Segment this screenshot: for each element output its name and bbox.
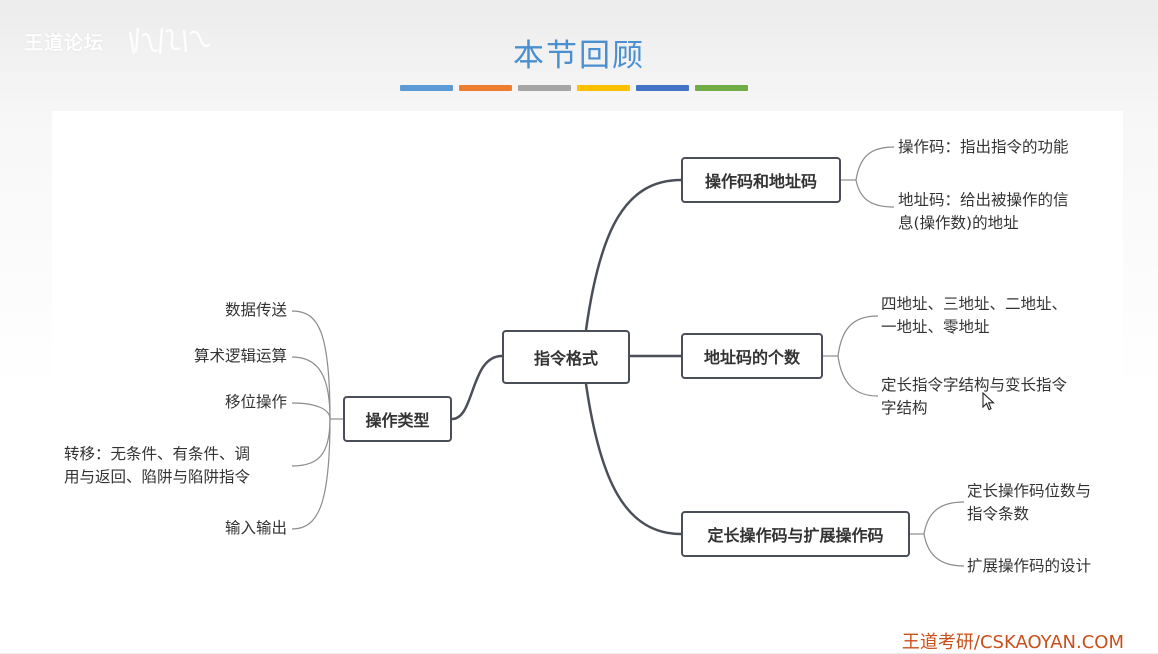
leaf-io: 输入输出 <box>224 519 287 537</box>
central-topic-node: 指令格式 <box>502 330 630 384</box>
leaf-address-types-line2: 一地址、零地址 <box>881 318 990 336</box>
leaf-word-structure-line2: 字结构 <box>881 399 928 417</box>
leaf-opcode-desc: 操作码：指出指令的功能 <box>898 138 1069 156</box>
mouse-cursor-icon <box>982 392 995 411</box>
leaf-fixed-opcode-line1: 定长操作码位数与 <box>967 482 1092 500</box>
address-count-node: 地址码的个数 <box>681 333 823 379</box>
leaf-address-types-line1: 四地址、三地址、二地址、 <box>881 295 1068 313</box>
accent-bar-gray <box>518 85 571 91</box>
leaf-data-transfer: 数据传送 <box>224 301 287 319</box>
leaf-connectors <box>291 146 965 567</box>
leaf-shift: 移位操作 <box>224 393 287 411</box>
accent-bar-gold <box>577 85 630 91</box>
accent-bar-darkblue <box>636 85 689 91</box>
opcode-address-node: 操作码和地址码 <box>681 157 841 203</box>
leaf-transfer-line1: 转移：无条件、有条件、调 <box>64 445 251 463</box>
footer-brand: 王道考研/CSKAOYAN.COM <box>901 632 1124 653</box>
accent-bar-green <box>695 85 748 91</box>
slide-title: 本节回顾 <box>513 38 645 74</box>
watermark-signature <box>128 27 211 55</box>
watermark-logo: 王道论坛 <box>24 32 105 54</box>
leaf-word-structure-line1: 定长指令字结构与变长指令 <box>881 376 1068 394</box>
accent-bar-orange <box>459 85 512 91</box>
leaf-address-desc-line2: 息(操作数)的地址 <box>898 214 1019 232</box>
leaf-transfer-line2: 用与返回、陷阱与陷阱指令 <box>64 468 251 486</box>
opcode-expansion-node: 定长操作码与扩展操作码 <box>681 511 910 557</box>
accent-bar-blue <box>400 85 453 91</box>
operation-type-node: 操作类型 <box>343 396 452 442</box>
leaf-fixed-opcode-line2: 指令条数 <box>967 505 1030 523</box>
leaf-address-desc-line1: 地址码：给出被操作的信 <box>898 191 1069 209</box>
leaf-expanded-opcode: 扩展操作码的设计 <box>967 557 1092 575</box>
main-connectors <box>451 178 682 536</box>
leaf-arith-logic: 算术逻辑运算 <box>193 347 287 365</box>
